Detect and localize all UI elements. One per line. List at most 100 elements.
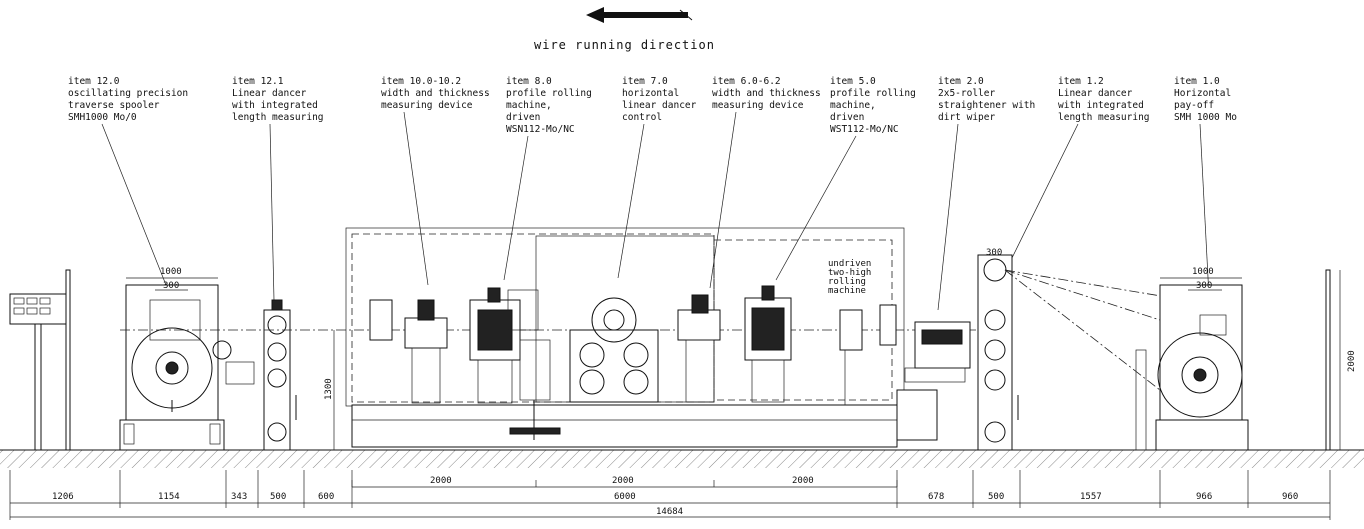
label-line: oscillating precision xyxy=(68,88,188,99)
dim-500-left: 500 xyxy=(270,492,286,502)
central-frame xyxy=(345,227,938,448)
dim-bottom-row: 1206 1154 343 500 600 6000 678 500 1557 … xyxy=(9,470,1331,520)
undriven-label-line: rolling xyxy=(828,277,866,287)
label-line: driven xyxy=(830,112,864,123)
label-line: Horizontal xyxy=(1174,88,1231,99)
label-line: driven xyxy=(506,112,540,123)
dim-mid-row: 2000 2000 2000 xyxy=(351,476,898,488)
label-line: measuring device xyxy=(381,100,473,111)
dim-height-1300: 1300 xyxy=(324,330,335,450)
dim-mid-3: 2000 xyxy=(792,476,814,486)
label-line: item 1.2 xyxy=(1058,76,1104,87)
dim-500-right: 500 xyxy=(988,492,1004,502)
leader-lines xyxy=(101,111,1211,317)
spooler-machine xyxy=(119,284,255,451)
dim-spooler-width: 1000 xyxy=(160,267,182,277)
item-label-6-0: item 6.0-6.2 width and thickness measuri… xyxy=(712,76,821,111)
label-line: item 6.0-6.2 xyxy=(712,76,781,87)
label-line: machine, xyxy=(830,100,876,111)
dim-payoff: 1000 300 xyxy=(1160,267,1242,291)
label-line: width and thickness xyxy=(712,88,821,99)
label-line: pay-off xyxy=(1174,100,1214,111)
label-line: straightener with xyxy=(938,100,1035,111)
direction-text: wire running direction xyxy=(534,38,715,52)
label-line: Linear dancer xyxy=(1058,88,1133,99)
label-line: profile rolling xyxy=(830,88,916,99)
label-line: item 10.0-10.2 xyxy=(381,76,461,87)
label-line: item 12.1 xyxy=(232,76,284,87)
label-line: width and thickness xyxy=(381,88,490,99)
rolling-machine-8 xyxy=(469,287,539,404)
item-label-7-0: item 7.0 horizontal linear dancer contro… xyxy=(622,76,697,123)
control-panel xyxy=(9,269,71,451)
dancer-right xyxy=(977,254,1019,451)
direction-arrow xyxy=(586,7,693,23)
label-line: SMH1000 Mo/0 xyxy=(68,112,137,123)
dim-spooler: 1000 300 xyxy=(126,267,218,291)
item-label-1-0: item 1.0 Horizontal pay-off SMH 1000 Mo xyxy=(1174,76,1237,123)
measuring-device-6 xyxy=(677,294,721,403)
label-line: control xyxy=(622,112,662,123)
straightener-2 xyxy=(904,321,971,383)
label-line: dirt wiper xyxy=(938,112,995,123)
label-line: with integrated xyxy=(1058,100,1144,111)
ground-hatch xyxy=(0,450,1364,468)
label-line: WSN112-Mo/NC xyxy=(506,124,575,135)
item-label-12-0: item 12.0 oscillating precision traverse… xyxy=(68,76,188,123)
item-label-5-0: item 5.0 profile rolling machine, driven… xyxy=(830,76,916,135)
undriven-label-line: two-high xyxy=(828,268,871,278)
dim-6000: 6000 xyxy=(614,492,636,502)
dim-mid-1: 2000 xyxy=(430,476,452,486)
dim-2000: 2000 xyxy=(1347,350,1357,372)
label-line: linear dancer xyxy=(622,100,697,111)
label-line: profile rolling xyxy=(506,88,592,99)
dim-1206: 1206 xyxy=(52,492,74,502)
dim-678: 678 xyxy=(928,492,944,502)
item-label-8-0: item 8.0 profile rolling machine, driven… xyxy=(506,76,592,135)
dim-dancer-top: 300 xyxy=(986,248,1002,258)
label-line: item 12.0 xyxy=(68,76,120,87)
label-line: length measuring xyxy=(1058,112,1150,123)
label-line: item 8.0 xyxy=(506,76,552,87)
measuring-device-10 xyxy=(369,299,448,404)
payoff-machine xyxy=(1004,269,1331,451)
label-line: item 2.0 xyxy=(938,76,984,87)
item-label-10-0: item 10.0-10.2 width and thickness measu… xyxy=(381,76,490,111)
label-line: measuring device xyxy=(712,100,804,111)
undriven-label-line: undriven xyxy=(828,259,871,269)
rolling-machine-5 xyxy=(744,285,792,403)
dim-960: 960 xyxy=(1282,492,1298,502)
dim-spooler-inner: 300 xyxy=(163,281,179,291)
label-line: traverse spooler xyxy=(68,100,160,111)
label-line: SMH 1000 Mo xyxy=(1174,112,1237,123)
dim-966: 966 xyxy=(1196,492,1212,502)
dim-1154: 1154 xyxy=(158,492,180,502)
undriven-label-line: machine xyxy=(828,286,866,296)
dim-payoff-width: 1000 xyxy=(1192,267,1214,277)
undriven-rolling-machine: undriven two-high rolling machine xyxy=(828,259,897,405)
label-line: item 7.0 xyxy=(622,76,668,87)
label-line: horizontal xyxy=(622,88,679,99)
label-line: machine, xyxy=(506,100,552,111)
dim-1557: 1557 xyxy=(1080,492,1102,502)
label-line: item 1.0 xyxy=(1174,76,1220,87)
item-label-1-2: item 1.2 Linear dancer with integrated l… xyxy=(1058,76,1150,123)
dim-600: 600 xyxy=(318,492,334,502)
dim-payoff-inner: 300 xyxy=(1196,281,1212,291)
dancer-control-7 xyxy=(509,297,659,440)
label-line: 2x5-roller xyxy=(938,88,995,99)
label-line: WST112-Mo/NC xyxy=(830,124,899,135)
dim-14684: 14684 xyxy=(656,507,683,517)
dim-343: 343 xyxy=(231,492,247,502)
label-line: with integrated xyxy=(232,100,318,111)
label-line: length measuring xyxy=(232,112,324,123)
dim-mid-2: 2000 xyxy=(612,476,634,486)
item-label-2-0: item 2.0 2x5-roller straightener with di… xyxy=(938,76,1035,123)
dim-total: 14684 xyxy=(10,507,1330,518)
dim-height-2000: 2000 xyxy=(1339,270,1357,450)
dancer-left xyxy=(263,299,297,451)
label-line: item 5.0 xyxy=(830,76,876,87)
label-line: Linear dancer xyxy=(232,88,307,99)
dim-1300: 1300 xyxy=(324,378,334,400)
